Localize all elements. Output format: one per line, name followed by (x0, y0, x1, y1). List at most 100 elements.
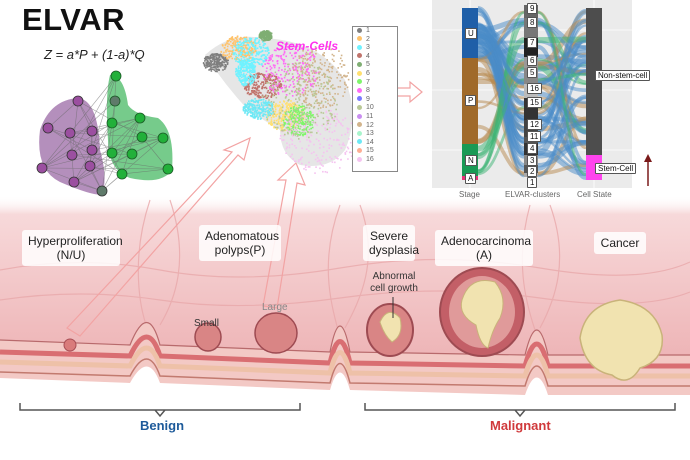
network-node (157, 132, 169, 144)
legend-swatch (357, 53, 362, 59)
legend-swatch (357, 87, 362, 93)
cluster-label: 4 (527, 143, 538, 154)
network-graph (36, 70, 174, 197)
legend-item: 9 (353, 96, 397, 105)
cluster-label: 15 (527, 97, 542, 108)
cluster-label: 8 (527, 17, 538, 28)
malignant-bracket (364, 403, 676, 418)
cell-state-label: Stem-Cell (595, 163, 637, 174)
group-benign: Benign (140, 418, 185, 433)
benign-bracket (19, 403, 301, 418)
legend-item: 4 (353, 53, 397, 62)
legend-label: 2 (366, 35, 370, 43)
label-cancer: Cancer (594, 232, 646, 254)
legend-swatch (357, 122, 362, 128)
legend-swatch (357, 130, 362, 136)
legend-swatch (357, 113, 362, 119)
network-node (109, 95, 121, 107)
polyps (63, 267, 664, 381)
label-hyperproliferation: Hyperproliferation (N/U) (22, 230, 123, 266)
stem-cells-annotation: Stem-Cells (276, 39, 339, 53)
legend-swatch (357, 79, 362, 85)
network-node (66, 149, 78, 161)
legend-label: 15 (366, 147, 374, 155)
stage-label: A (465, 173, 477, 184)
colon-illustration (0, 80, 690, 418)
legend-item: 15 (353, 147, 397, 156)
legend-label: 13 (366, 130, 374, 138)
label-severe-dysplasia: Severe dysplasia (363, 225, 419, 261)
network-node (116, 168, 128, 180)
legend-item: 3 (353, 44, 397, 53)
app-title: ELVAR (22, 2, 125, 37)
network-node (72, 95, 84, 107)
legend-item: 14 (353, 139, 397, 148)
legend-swatch (357, 147, 362, 153)
network-node (68, 176, 80, 188)
network-node (84, 160, 96, 172)
cluster-label: 1 (527, 177, 538, 188)
legend-swatch (357, 36, 362, 42)
legend-swatch (357, 70, 362, 76)
legend-item: 5 (353, 61, 397, 70)
network-node (42, 122, 54, 134)
legend-item: 16 (353, 156, 397, 165)
legend-item: 1 (353, 27, 397, 36)
network-node (106, 117, 118, 129)
legend-item: 8 (353, 87, 397, 96)
legend-item: 2 (353, 36, 397, 45)
network-node (136, 131, 148, 143)
stage-label: P (465, 95, 477, 106)
label-small: Small (194, 318, 220, 329)
legend-label: 11 (366, 112, 374, 120)
legend-label: 12 (366, 121, 374, 129)
label-adenomatous-polyps: Adenomatous polyps(P) (199, 225, 281, 261)
legend-swatch (357, 156, 362, 162)
formula: Z = a*P + (1-a)*Q (44, 47, 145, 62)
group-malignant: Malignant (490, 418, 551, 433)
legend-swatch (357, 62, 362, 68)
legend-label: 16 (366, 155, 374, 163)
network-node (126, 148, 138, 160)
legend-label: 3 (366, 44, 370, 52)
cluster-label: 12 (527, 119, 542, 130)
legend-label: 6 (366, 69, 370, 77)
legend-label: 5 (366, 61, 370, 69)
legend-label: 14 (366, 138, 374, 146)
legend-label: 9 (366, 95, 370, 103)
legend-item: 13 (353, 130, 397, 139)
cluster-label: 16 (527, 83, 542, 94)
axis-label-clusters: ELVAR-clusters (505, 190, 561, 199)
label-adenocarcinoma: Adenocarcinoma (A) (435, 230, 533, 266)
legend-label: 4 (366, 52, 370, 60)
network-node (106, 147, 118, 159)
legend-label: 1 (366, 27, 370, 34)
label-abnormal-cell-growth: Abnormal cell growth (370, 271, 418, 294)
cluster-label: 2 (527, 166, 538, 177)
legend-swatch (357, 105, 362, 110)
legend-item: 10 (353, 104, 397, 113)
cluster-label: 5 (527, 67, 538, 78)
legend-label: 10 (366, 104, 374, 112)
legend-item: 12 (353, 122, 397, 131)
network-node (64, 127, 76, 139)
legend-label: 8 (366, 87, 370, 95)
legend-item: 6 (353, 70, 397, 79)
legend-swatch (357, 96, 362, 102)
cluster-label: 9 (527, 3, 538, 14)
label-large: Large (262, 302, 288, 313)
axis-label-cell-state: Cell State (577, 190, 612, 199)
cluster-label: 6 (527, 55, 538, 66)
stage-label: U (465, 28, 477, 39)
network-node (134, 112, 146, 124)
umap-scatter (202, 30, 358, 174)
network-node (110, 70, 122, 82)
legend-item: 11 (353, 113, 397, 122)
legend-swatch (357, 44, 362, 50)
legend-item: 7 (353, 79, 397, 88)
network-node (86, 125, 98, 137)
cluster-label: 7 (527, 37, 538, 48)
network-node (162, 163, 174, 175)
network-node (36, 162, 48, 174)
